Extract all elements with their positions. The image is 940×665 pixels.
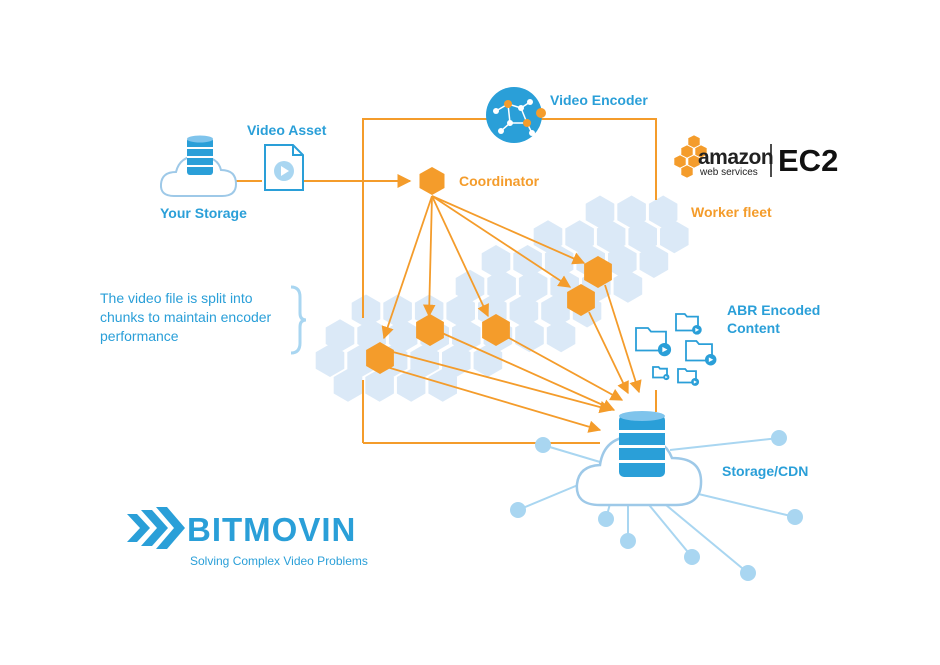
worker-hexagon [544, 245, 574, 278]
cdn-node [740, 565, 756, 581]
chunk-bracket [290, 285, 307, 355]
coordinator-hexagon [419, 167, 445, 195]
cdn-node [787, 509, 803, 525]
active-worker-hexagon [482, 314, 510, 346]
storage-cdn-label: Storage/CDN [722, 463, 809, 479]
worker-hexagon [565, 220, 594, 254]
abr-content-label-line1: ABR Encoded [727, 302, 821, 318]
video-folder-icon [677, 368, 700, 386]
your-storage-label: Your Storage [160, 205, 247, 221]
worker-hexagon [628, 220, 657, 254]
worker-hexagon [509, 294, 539, 328]
active-workers [366, 256, 612, 374]
video-folder-icon [675, 313, 702, 335]
active-worker-hexagon [366, 342, 394, 374]
worker-hexagon [428, 368, 457, 402]
cdn-node [620, 533, 636, 549]
dispatch-arrows [381, 195, 586, 340]
chunk-split-note: The video file is split into chunks to m… [100, 290, 272, 344]
active-worker-hexagon [416, 314, 444, 346]
worker-hexagon [388, 319, 418, 353]
worker-hexagon [442, 344, 471, 377]
video-folder-icon [635, 327, 672, 357]
worker-hexagon [648, 195, 678, 229]
cdn-database-icon [619, 411, 665, 477]
worker-hexagon [608, 245, 637, 278]
bitmovin-logo-icon [127, 507, 185, 549]
cdn-node [771, 430, 787, 446]
aws-wordmark: amazon [698, 146, 774, 169]
aws-subtext: web services [700, 167, 758, 178]
worker-hexagon [613, 269, 643, 303]
worker-hexagon [446, 294, 475, 328]
result-arrows [379, 284, 642, 433]
cdn-node [535, 437, 551, 453]
worker-hexagon [365, 368, 394, 402]
worker-hexagon [333, 368, 363, 402]
worker-hexagon [660, 220, 689, 254]
worker-hexagon [546, 319, 576, 353]
ec2-label: EC2 [778, 143, 839, 178]
abr-content-icons [635, 313, 717, 386]
video-folder-icon [652, 366, 670, 381]
encoder-network-icon [486, 87, 546, 143]
worker-hexagon [541, 294, 570, 328]
worker-hexagon [585, 195, 615, 229]
active-worker-hexagon [567, 284, 595, 316]
storage-database-icon [187, 135, 213, 175]
worker-hexagon [473, 344, 503, 377]
worker-hexagon [617, 195, 646, 229]
abr-content-label-line2: Content [727, 320, 780, 336]
active-worker-hexagon [584, 256, 612, 288]
cdn-node [598, 511, 614, 527]
bitmovin-tagline: Solving Complex Video Problems [190, 554, 368, 568]
video-file-icon [264, 144, 304, 191]
worker-hexagon [351, 294, 381, 328]
worker-hexagon [518, 269, 548, 303]
video-folder-icon [685, 340, 717, 366]
worker-hexagon [325, 319, 355, 353]
worker-hexagon [452, 319, 481, 353]
cdn-node [510, 502, 526, 518]
worker-hexagon [481, 245, 511, 278]
worker-hexagon [533, 220, 563, 254]
coordinator-label: Coordinator [459, 173, 540, 189]
worker-hexagon [515, 319, 544, 353]
encoder-frame [362, 118, 657, 444]
video-asset-label: Video Asset [247, 122, 327, 138]
cdn-node [684, 549, 700, 565]
bitmovin-wordmark: BITMOVIN [187, 511, 357, 548]
worker-hexagon [315, 344, 345, 377]
worker-hexagon [639, 245, 669, 278]
cdn-network-nodes [510, 430, 803, 581]
worker-fleet-label: Worker fleet [691, 204, 772, 220]
video-encoder-label: Video Encoder [550, 92, 648, 108]
worker-hexagon [596, 220, 626, 254]
aws-logo-cubes-icon [673, 134, 708, 179]
worker-hexagon [487, 269, 516, 303]
